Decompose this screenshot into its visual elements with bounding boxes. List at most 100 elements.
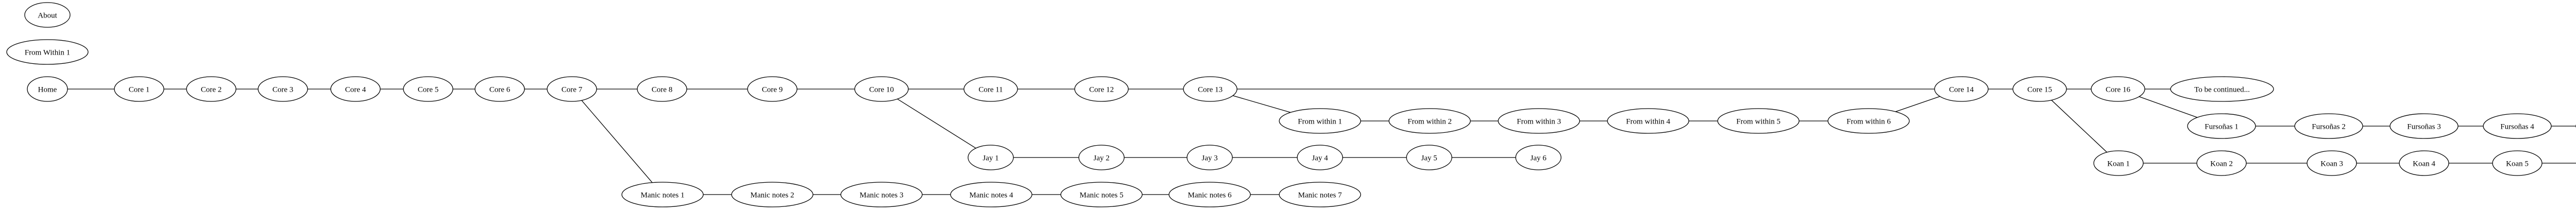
node-jay-6: Jay 6 [1515,145,1562,170]
node-ellipse [1388,108,1471,134]
node-ellipse [1297,145,1343,170]
node-ellipse [2093,150,2144,176]
node-label: From within 5 [1736,117,1781,126]
node-ellipse [1074,76,1129,102]
node-label: Koan 5 [2506,160,2529,168]
node-label: Jay 4 [1312,154,1328,162]
node-label: Jay 1 [982,154,998,162]
node-jay-1: Jay 1 [968,145,1014,170]
node-core-5: Core 5 [403,76,453,102]
node-core-12: Core 12 [1074,76,1129,102]
node-label: Jay 3 [1201,154,1217,162]
edge-core-7-manic-notes-1 [571,89,663,195]
node-label: Manic notes 1 [641,191,685,199]
node-ellipse [24,2,71,28]
node-ellipse [1406,145,1452,170]
node-core-15: Core 15 [2012,76,2067,102]
node-ellipse [6,39,89,65]
node-ellipse [186,76,236,102]
node-label: Core 2 [201,85,222,94]
node-koan-1: Koan 1 [2093,150,2144,176]
node-ellipse [2012,76,2067,102]
node-ellipse [1187,145,1233,170]
node-ellipse [2294,113,2363,139]
node-home: Home [27,76,68,102]
node-label: Jay 5 [1421,154,1437,162]
node-jay-5: Jay 5 [1406,145,1452,170]
node-koan-2: Koan 2 [2196,150,2247,176]
node-koan-5: Koan 5 [2492,150,2543,176]
node-ellipse [114,76,164,102]
node-label: Jay 2 [1093,154,1109,162]
node-ellipse [1060,182,1143,207]
node-manic-notes-7: Manic notes 7 [1279,182,1361,207]
node-label: Core 11 [978,85,1003,94]
node-core-14: Core 14 [1934,76,1989,102]
node-label: Manic notes 7 [1298,191,1342,199]
node-ellipse [27,76,68,102]
node-label: Koan 4 [2413,160,2435,168]
node-fursonas-4: Fursoñas 4 [2483,113,2552,139]
node-from-within-2: From within 2 [1388,108,1471,134]
node-label: Koan 3 [2320,160,2343,168]
node-from-within-3: From within 3 [1498,108,1580,134]
node-label: Core 7 [562,85,583,94]
node-label: Manic notes 2 [751,191,794,199]
edge-core-10-jay-1 [881,89,991,158]
node-manic-notes-5: Manic notes 5 [1060,182,1143,207]
node-label: Core 3 [273,85,293,94]
node-core-6: Core 6 [474,76,525,102]
node-koan-3: Koan 3 [2307,150,2357,176]
node-label: To be continued... [2194,85,2250,94]
node-ellipse [547,76,597,102]
node-label: Core 14 [1949,85,1974,94]
node-ellipse [2170,76,2274,102]
node-ellipse [1607,108,1689,134]
node-ellipse [854,76,909,102]
node-label: Manic notes 5 [1080,191,1124,199]
node-label: Koan 1 [2107,160,2130,168]
node-jay-2: Jay 2 [1078,145,1125,170]
node-core-8: Core 8 [637,76,687,102]
node-core-2: Core 2 [186,76,236,102]
node-label: Koan 2 [2210,160,2233,168]
node-about: About [24,2,71,28]
node-ellipse [330,76,381,102]
node-label: From within 4 [1626,117,1670,126]
node-label: About [38,11,57,20]
node-core-7: Core 7 [547,76,597,102]
node-label: Core 12 [1089,85,1114,94]
node-label: Core 10 [869,85,894,94]
node-label: Fursoñas 2 [2312,122,2345,131]
node-core-13: Core 13 [1183,76,1238,102]
node-label: Core 13 [1198,85,1223,94]
node-ellipse [2389,113,2459,139]
node-label: Jay 6 [1530,154,1547,162]
edge-core-15-koan-1 [2039,89,2119,164]
node-label: Manic notes 4 [970,191,1013,199]
node-manic-notes-2: Manic notes 2 [731,182,814,207]
node-from-within-5: From within 5 [1717,108,1800,134]
node-label: From within 2 [1408,117,1452,126]
node-manic-notes-6: Manic notes 6 [1168,182,1251,207]
node-label: Fursoñas 1 [2205,122,2238,131]
node-manic-notes-3: Manic notes 3 [840,182,923,207]
node-ellipse [2492,150,2543,176]
node-label: Core 1 [129,85,149,94]
node-fursonas-1: Fursoñas 1 [2187,113,2256,139]
node-label: Home [38,85,57,94]
node-label: From within 3 [1517,117,1561,126]
node-label: From within 6 [1846,117,1891,126]
node-ellipse [2091,76,2145,102]
node-jay-3: Jay 3 [1187,145,1233,170]
node-ellipse [731,182,814,207]
node-core-10: Core 10 [854,76,909,102]
node-manic-notes-1: Manic notes 1 [621,182,704,207]
node-label: Manic notes 6 [1188,191,1232,199]
node-ellipse [2483,113,2552,139]
node-ellipse [2187,113,2256,139]
node-label: Core 15 [2027,85,2052,94]
node-ellipse [1717,108,1800,134]
node-label: Core 5 [418,85,438,94]
